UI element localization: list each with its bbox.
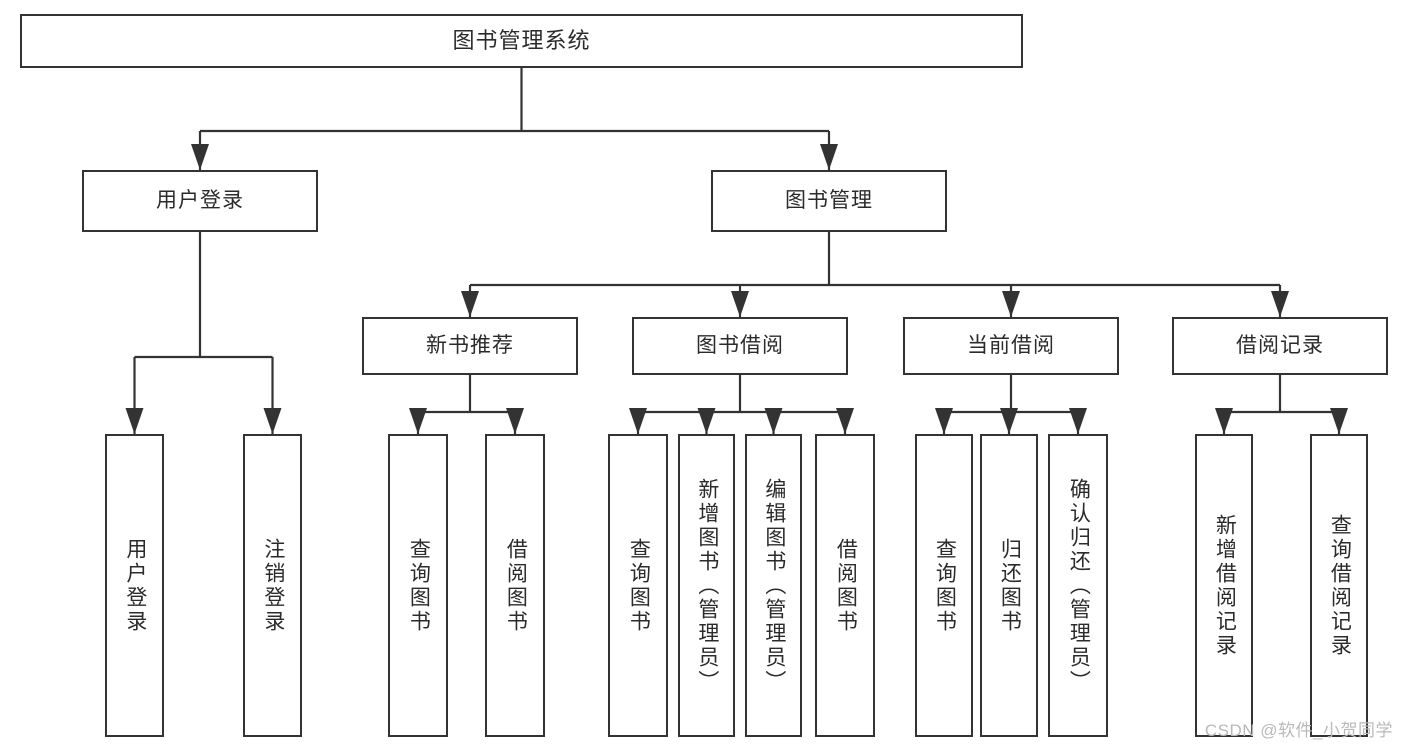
node-lf01[interactable]: 用户登录 — [105, 434, 164, 737]
node-lf02[interactable]: 注销登录 — [243, 434, 302, 737]
node-lf09[interactable]: 查询图书 — [915, 434, 973, 737]
node-l2b[interactable]: 图书借阅 — [632, 317, 848, 375]
node-lf12[interactable]: 新增借阅记录 — [1195, 434, 1253, 737]
node-l1b[interactable]: 图书管理 — [711, 170, 947, 232]
watermark-label: CSDN @软件_小贺同学 — [1204, 721, 1393, 740]
connector-arrowhead — [697, 408, 716, 434]
node-l2d[interactable]: 借阅记录 — [1172, 317, 1388, 375]
node-lf07[interactable]: 编辑图书（管理员） — [745, 434, 802, 737]
connector-arrowhead — [191, 144, 209, 170]
node-l2a[interactable]: 新书推荐 — [362, 317, 578, 375]
connector-arrowhead — [1000, 408, 1018, 434]
node-lf05[interactable]: 查询图书 — [608, 434, 668, 737]
node-lf03[interactable]: 查询图书 — [388, 434, 448, 737]
node-l2c[interactable]: 当前借阅 — [903, 317, 1119, 375]
connector-arrowhead — [409, 408, 427, 434]
connector-arrowhead — [1215, 408, 1233, 434]
connector-arrowhead — [506, 408, 524, 434]
connector-arrowhead — [1069, 408, 1087, 434]
node-lf10[interactable]: 归还图书 — [980, 434, 1038, 737]
node-lf08[interactable]: 借阅图书 — [815, 434, 875, 737]
connector-arrowhead — [731, 291, 749, 317]
node-root[interactable]: 图书管理系统 — [20, 14, 1023, 68]
connector-arrowhead — [629, 408, 647, 434]
connector-arrowhead — [263, 408, 282, 434]
connector-arrowhead — [1002, 291, 1020, 317]
connector-arrowhead — [764, 408, 783, 434]
connector-arrowhead — [820, 144, 838, 170]
connector-arrowhead — [1330, 408, 1348, 434]
connector-arrowhead — [836, 408, 854, 434]
connector-arrowhead — [935, 408, 953, 434]
connector-arrowhead — [1271, 291, 1289, 317]
node-lf04[interactable]: 借阅图书 — [485, 434, 545, 737]
connector-arrowhead — [125, 408, 144, 434]
node-lf11[interactable]: 确认归还（管理员） — [1048, 434, 1108, 737]
node-l1a[interactable]: 用户登录 — [82, 170, 318, 232]
connector-arrowhead — [461, 291, 479, 317]
node-lf13[interactable]: 查询借阅记录 — [1310, 434, 1368, 737]
node-lf06[interactable]: 新增图书（管理员） — [678, 434, 735, 737]
